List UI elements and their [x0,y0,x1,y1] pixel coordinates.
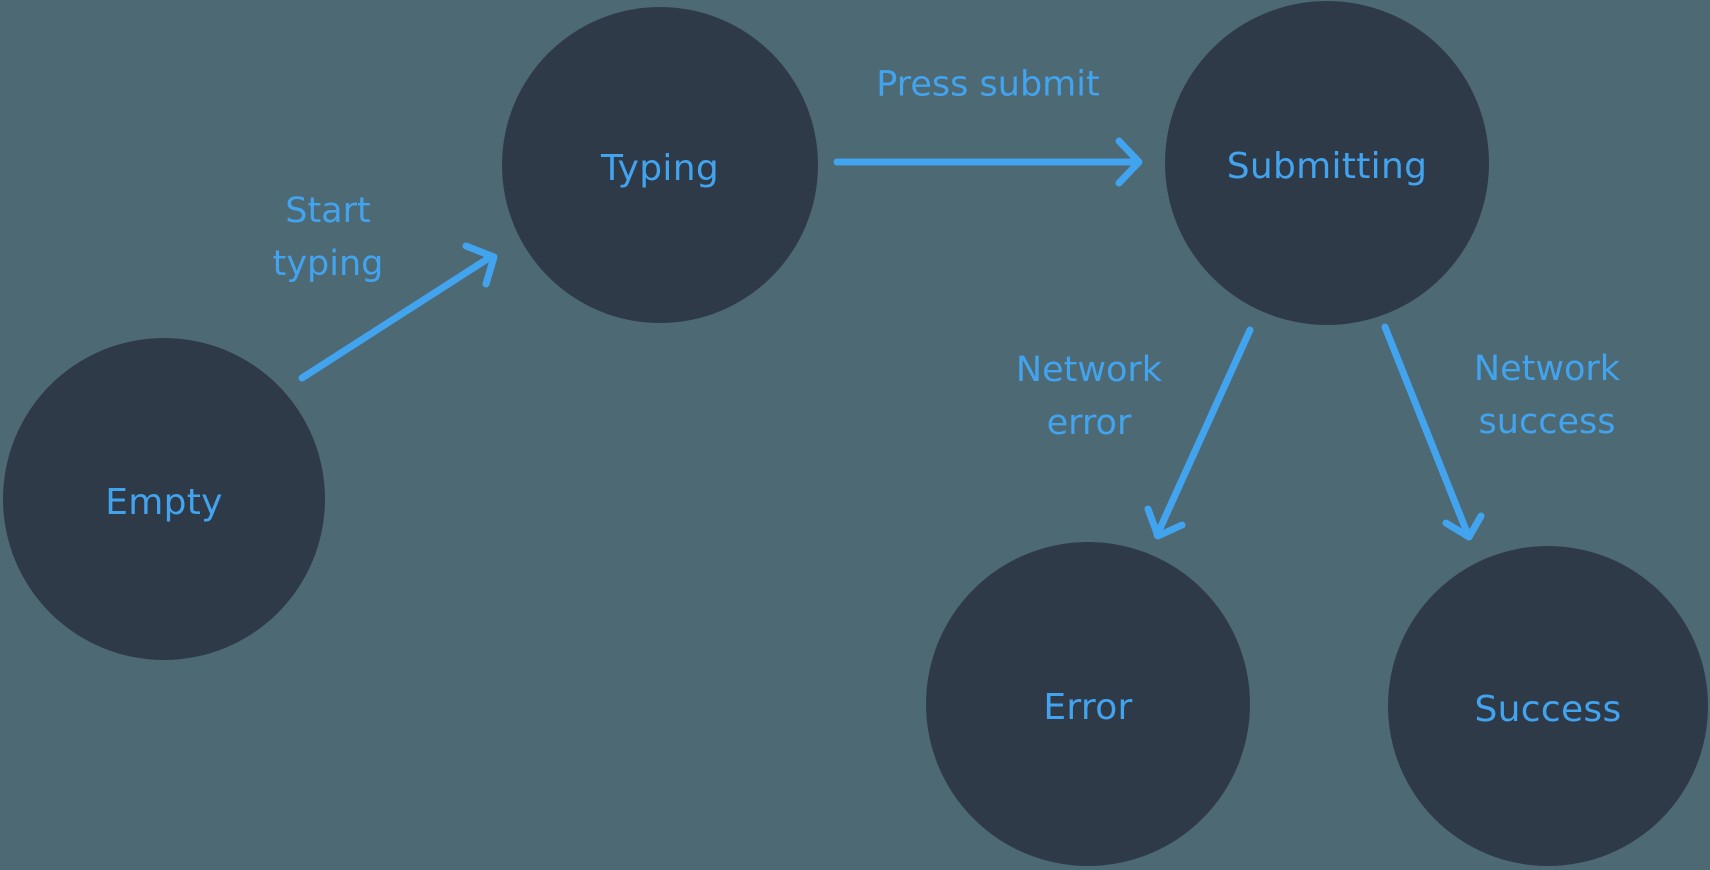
arrow-shaft [298,252,496,382]
state-label-error: Error [1043,686,1133,728]
arrow-shaft [1381,323,1472,539]
transition-label-network-success: Network success [1473,349,1621,442]
state-node-error: Error [926,542,1250,866]
arrow-submitting-to-error [1144,326,1254,540]
arrowhead-icon [462,242,498,288]
arrow-empty-to-typing [298,242,498,382]
arrowhead-icon [1144,505,1186,540]
state-label-success: Success [1474,688,1622,730]
arrow-submitting-to-success [1381,323,1485,541]
state-node-submitting: Submitting [1165,1,1489,325]
arrow-typing-to-submitting [833,137,1143,187]
state-node-success: Success [1388,546,1708,866]
state-node-empty: Empty [3,338,325,660]
state-label-submitting: Submitting [1226,145,1428,187]
arrowhead-icon [1115,137,1143,187]
transition-label-press-submit: Press submit [876,64,1100,105]
transition-label-start-typing: Start typing [272,191,384,284]
transition-label-network-error: Network error [1015,350,1163,443]
state-node-typing: Typing [502,7,818,323]
arrowhead-icon [1442,512,1485,541]
state-label-typing: Typing [600,147,719,189]
state-label-empty: Empty [105,481,223,523]
arrow-shaft [1153,326,1254,539]
